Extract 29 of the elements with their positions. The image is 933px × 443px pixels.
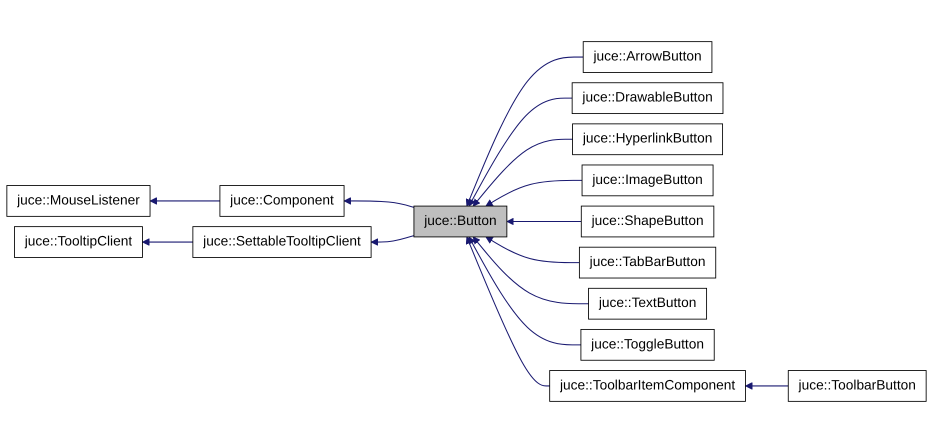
arrow	[466, 236, 550, 386]
node-box: juce::ToggleButton	[580, 328, 715, 361]
node-box: juce::HyperlinkButton	[572, 123, 724, 156]
node-box: juce::MouseListener	[6, 185, 150, 217]
node-box: juce::DrawableButton	[572, 82, 724, 114]
node-box: juce::ImageButton	[582, 164, 714, 196]
arrow	[486, 180, 582, 206]
node-box: juce::ArrowButton	[582, 41, 712, 73]
arrow	[142, 238, 193, 246]
node-box: juce::SettableTooltipClient	[192, 226, 372, 258]
arrow	[370, 235, 414, 246]
arrow	[472, 236, 589, 304]
node-box: juce::TabBarButton	[578, 246, 716, 278]
node-box: juce::Component	[219, 185, 344, 217]
arrow	[506, 218, 582, 226]
arrow	[745, 382, 788, 390]
arrow	[486, 236, 580, 264]
node-box: juce::TextButton	[588, 288, 708, 320]
arrow	[468, 236, 581, 346]
node-box: juce::Button	[414, 206, 508, 238]
arrow	[472, 138, 573, 206]
node-box: juce::ToolbarItemComponent	[549, 370, 746, 402]
arrow	[466, 56, 584, 206]
node-box: juce::ShapeButton	[580, 206, 714, 238]
arrow	[344, 197, 414, 208]
node-box: juce::TooltipClient	[14, 226, 143, 258]
node-box: juce::ToolbarButton	[788, 370, 927, 402]
arrow	[468, 98, 572, 206]
arrow	[150, 197, 220, 205]
